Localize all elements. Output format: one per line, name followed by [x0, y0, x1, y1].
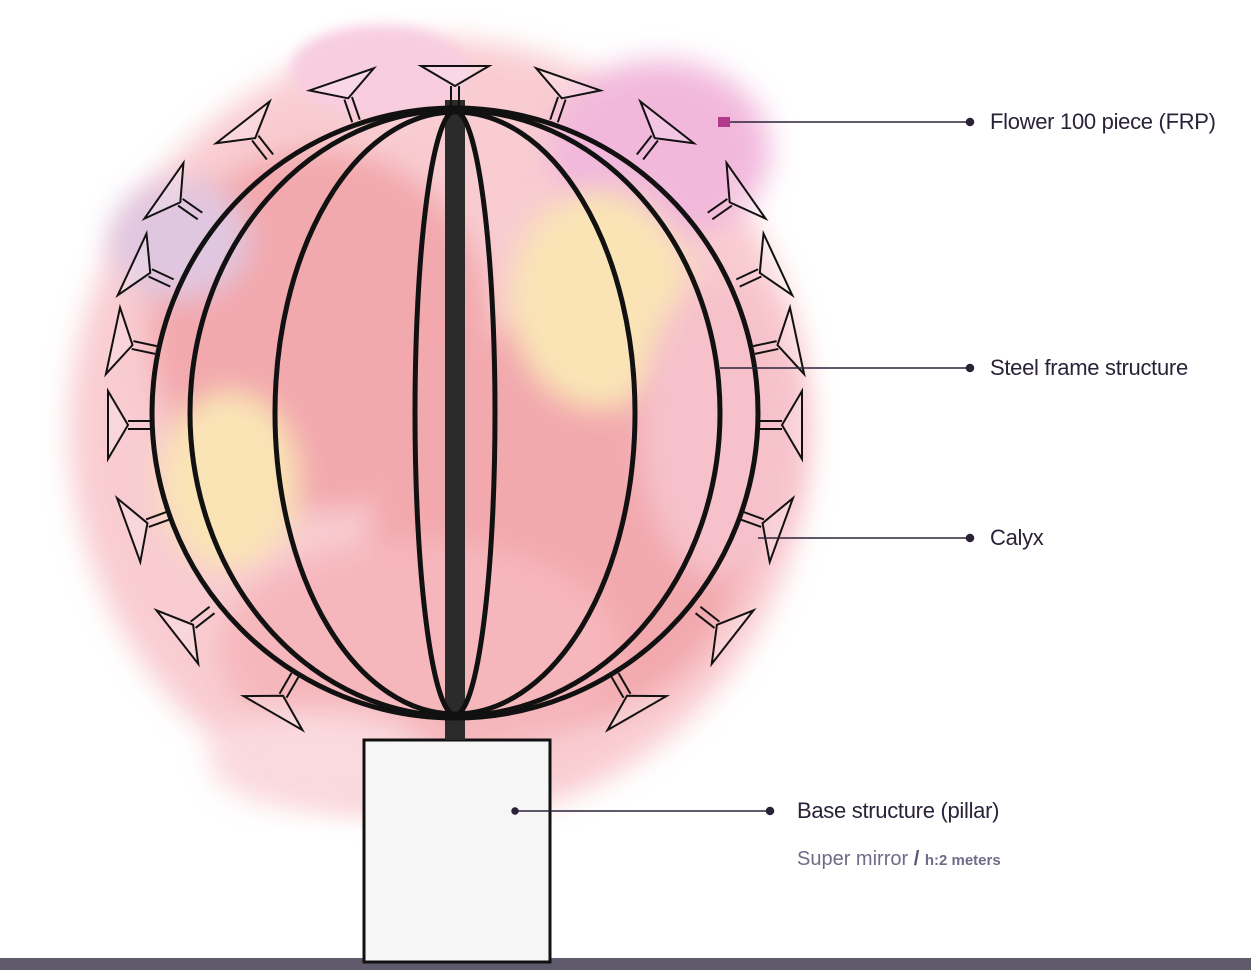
base-label: Base structure (pillar) — [797, 798, 999, 824]
base-pillar — [364, 740, 550, 962]
ground-line — [0, 958, 1251, 970]
base-material: Super mirror — [797, 848, 908, 870]
flower-label: Flower 100 piece (FRP) — [990, 109, 1216, 135]
base-sublabel: Super mirror / h:2 meters — [797, 848, 1001, 871]
base-height: h:2 meters — [925, 852, 1001, 869]
calyx-label: Calyx — [990, 525, 1044, 551]
central-post — [445, 100, 465, 740]
base-separator: / — [914, 848, 920, 870]
steel-frame-label: Steel frame structure — [990, 355, 1188, 381]
flower-cloud — [70, 25, 810, 820]
